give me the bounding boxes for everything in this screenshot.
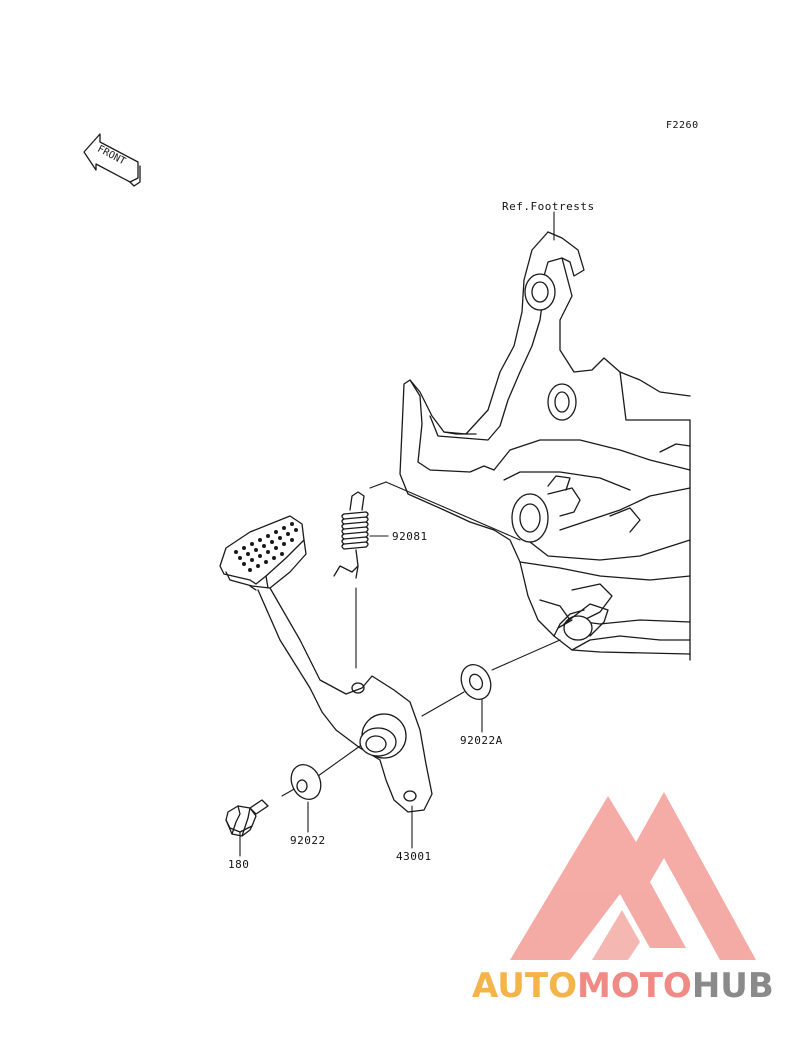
ref-footrests-label: Ref.Footrests [502, 200, 595, 213]
bolt-180 [225, 799, 269, 837]
part-label-92022a: 92022A [460, 734, 503, 747]
part-label-43001: 43001 [396, 850, 432, 863]
front-arrow-icon: FRONT [83, 133, 141, 187]
pedal-tread [234, 522, 298, 572]
part-label-92022: 92022 [290, 834, 326, 847]
footrest-peg [557, 619, 573, 629]
part-label-92081: 92081 [392, 530, 428, 543]
diagram-code: F2260 [666, 120, 699, 131]
brake-pedal [219, 515, 433, 813]
watermark-auto: AUTO [472, 966, 577, 1006]
part-label-180: 180 [228, 858, 250, 871]
footrest-bracket [399, 231, 691, 661]
watermark-moto: MOTO [576, 966, 692, 1006]
watermark-logo-icon [510, 792, 756, 960]
washer-92022 [290, 763, 322, 801]
leader-lines [239, 211, 561, 857]
return-spring [333, 491, 369, 579]
watermark-text: AUTOMOTOHUB [472, 966, 774, 1006]
watermark-hub: HUB [691, 966, 774, 1006]
washer-92022a [460, 663, 492, 701]
